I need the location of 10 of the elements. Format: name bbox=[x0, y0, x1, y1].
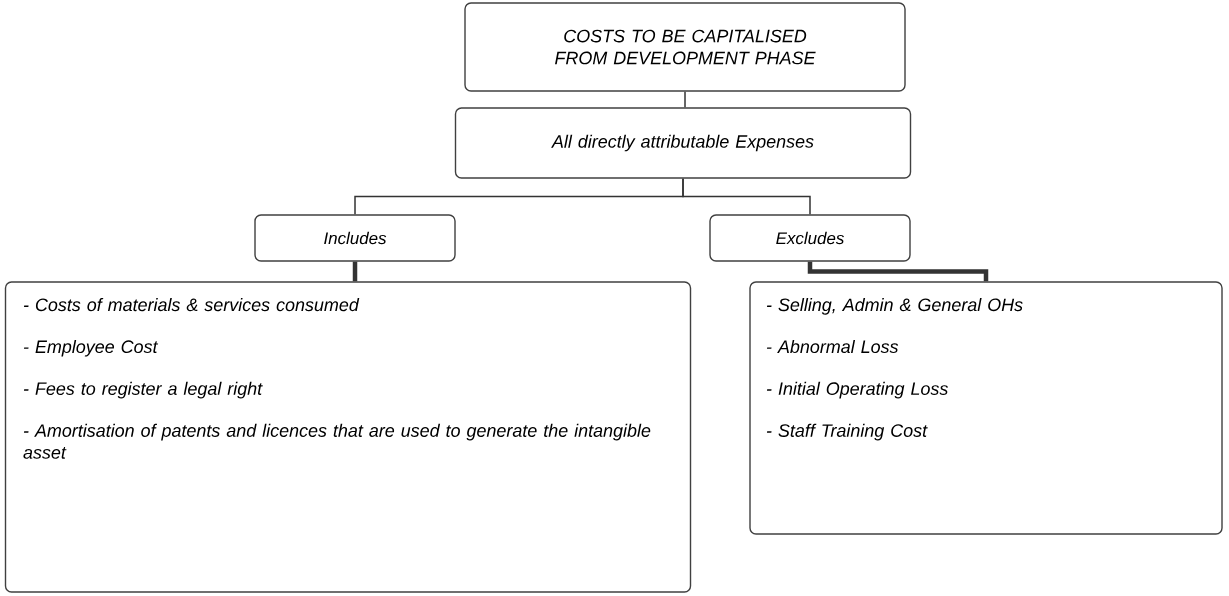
text-box: Includes bbox=[254, 214, 456, 262]
text-box: All directly attributable Expenses bbox=[454, 107, 912, 179]
text-box: COSTS TO BE CAPITALISED FROM DEVELOPMENT PHASE bbox=[464, 2, 906, 92]
connector-line bbox=[684, 90, 686, 109]
connector-line bbox=[352, 261, 358, 282]
list-box: - Selling, Admin & General OHs - Abnormal Loss - Initial Operating Loss - Staff Training Cost bbox=[749, 281, 1223, 535]
connector-line bbox=[807, 261, 989, 282]
connector-line bbox=[682, 177, 811, 216]
list-box: - Costs of materials & services consumed - Employee Cost - Fees to register a legal right - Amortisation of patents and licences that are used to generate the intangible asset bbox=[4, 281, 692, 593]
text-box: Excludes bbox=[709, 214, 911, 262]
